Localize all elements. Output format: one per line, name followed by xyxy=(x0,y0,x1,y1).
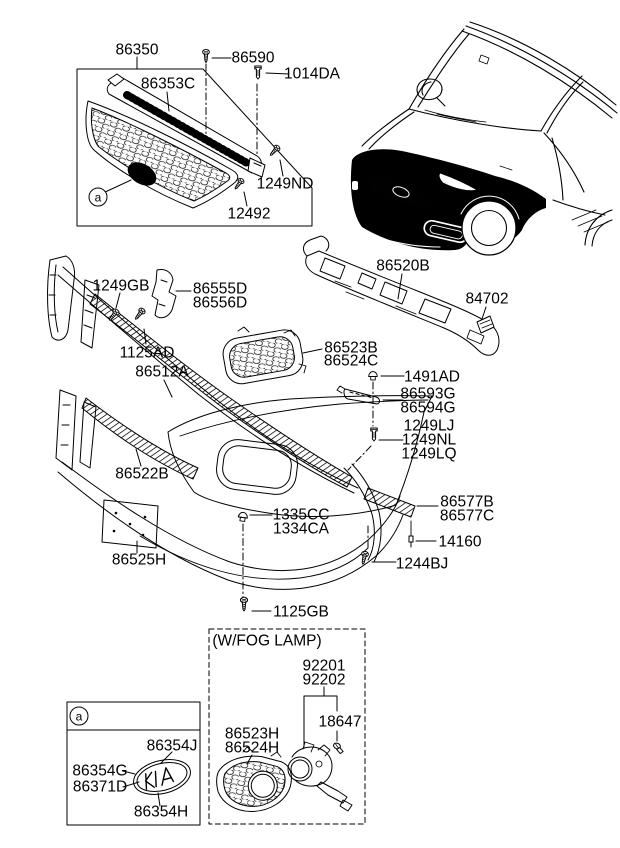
part-label-86354g: 86354G xyxy=(72,762,128,780)
rail-86512a-drawing xyxy=(89,293,353,488)
rail-86522b-drawing xyxy=(81,397,199,480)
part-label-86594g: 86594G xyxy=(400,399,456,417)
part-label-86371d: 86371D xyxy=(72,778,128,796)
side-mirror-drawing xyxy=(416,78,446,107)
pin-14160-icon xyxy=(408,535,414,548)
part-label-86523b: 86523B xyxy=(324,339,378,357)
part-label-1334ca: 1334CA xyxy=(272,520,330,538)
bracket-86555d-drawing xyxy=(151,269,177,319)
screw-12492-icon xyxy=(232,176,246,192)
part-label-1249lj: 1249LJ xyxy=(403,417,455,435)
part-label-1014da: 1014DA xyxy=(283,65,341,83)
part-label-86512a: 86512A xyxy=(135,363,189,381)
part-label-1249nl: 1249NL xyxy=(401,431,457,449)
fog-box-title: (W/FOG LAMP) xyxy=(212,632,322,650)
fog-bezel-drawing xyxy=(216,746,292,812)
part-label-86590: 86590 xyxy=(231,49,275,67)
part-label-1491ad: 1491AD xyxy=(403,368,461,386)
part-label-86520b: 86520B xyxy=(376,257,430,275)
screw-1125gb-icon xyxy=(239,596,249,612)
part-label-86577c: 86577C xyxy=(439,507,495,525)
part-label-86524c: 86524C xyxy=(323,352,379,370)
bolt-1014da-icon xyxy=(254,65,262,80)
emblem-detail-box xyxy=(66,701,201,826)
grille-detail-box xyxy=(76,48,313,227)
part-label-86523h: 86523H xyxy=(224,725,280,743)
detail-marker-a-emblem: a xyxy=(69,706,89,726)
radiator-cover-drawing xyxy=(106,73,266,178)
part-label-86577b: 86577B xyxy=(440,493,494,511)
screw-1249nd-icon xyxy=(267,143,282,158)
license-plate-recess xyxy=(101,499,159,549)
panel-grille-opening xyxy=(216,439,298,495)
clip-1491ad-icon xyxy=(368,371,378,381)
part-label-86522b: 86522B xyxy=(115,465,169,483)
front-wheel-drawing xyxy=(461,200,517,256)
clip-1335cc-icon xyxy=(237,511,249,523)
part-label-86354h: 86354H xyxy=(133,803,189,821)
bumper-lower-drawing xyxy=(55,389,439,612)
part-label-86555d: 86555D xyxy=(192,280,248,298)
part-label-14160: 14160 xyxy=(438,533,482,551)
grille-drawing xyxy=(85,100,239,209)
part-label-1249nd: 1249ND xyxy=(256,175,314,193)
bracket-cluster-right xyxy=(336,371,405,471)
part-label-86556d: 86556D xyxy=(192,294,248,312)
bulb-18647-icon xyxy=(333,742,344,755)
front-fascia-black xyxy=(350,149,546,251)
part-label-1244bj: 1244BJ xyxy=(395,555,449,573)
part-label-92201: 92201 xyxy=(302,657,346,675)
part-label-1125ad: 1125AD xyxy=(119,344,175,362)
part-label-86353c: 86353C xyxy=(140,75,196,93)
part-label-1249lq: 1249LQ xyxy=(401,445,457,463)
headlight-drawing xyxy=(438,172,478,191)
part-label-18647: 18647 xyxy=(318,713,362,731)
side-strip-86577-drawing xyxy=(343,463,416,566)
part-label-1249gb: 1249GB xyxy=(92,277,150,295)
screw-86590-icon xyxy=(202,48,210,63)
part-label-84702: 84702 xyxy=(465,290,509,308)
detail-marker-a-grille: a xyxy=(88,187,108,207)
part-label-86524h: 86524H xyxy=(224,739,280,757)
part-label-92202: 92202 xyxy=(302,671,346,689)
part-label-86593g: 86593G xyxy=(400,385,456,403)
part-label-12492: 12492 xyxy=(227,205,271,223)
bolt-1249nl-icon xyxy=(370,427,378,442)
part-label-1125gb: 1125GB xyxy=(273,603,329,621)
fog-leader-bracket xyxy=(303,686,338,748)
impact-absorber-drawing xyxy=(302,235,500,356)
fog-lamp-detail-box xyxy=(208,628,366,825)
lower-leader-lines xyxy=(135,448,439,612)
bracket-86593g-drawing xyxy=(336,385,380,405)
bumper-cover-upper-drawing xyxy=(47,255,433,517)
part-label-86350: 86350 xyxy=(115,41,159,59)
leader-86520b xyxy=(397,273,403,300)
part-label-1335cc: 1335CC xyxy=(272,506,330,524)
kia-emblem-drawing xyxy=(133,759,191,795)
upper-leader-lines xyxy=(115,290,192,398)
fog-lamp-drawing xyxy=(287,741,353,812)
part-label-86525h: 86525H xyxy=(111,551,167,569)
part-label-86354j: 86354J xyxy=(146,737,198,755)
grille-leader-lines xyxy=(102,56,290,207)
screw-1125ad-icon xyxy=(132,306,147,322)
vehicle-grille-mesh xyxy=(365,167,438,213)
vehicle-illustration xyxy=(350,21,618,256)
fog-cover-86523b-drawing xyxy=(222,326,323,385)
emblem-leader-lines xyxy=(122,751,173,807)
retainer-84702-drawing xyxy=(476,306,495,334)
